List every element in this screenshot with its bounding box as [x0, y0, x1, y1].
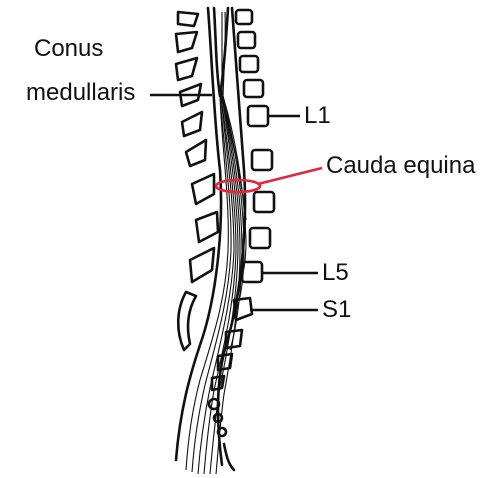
spinous-process	[186, 140, 206, 166]
vertebral-body	[238, 32, 255, 48]
label-conus-line2: medullaris	[26, 79, 135, 107]
coccyx-tip	[224, 444, 234, 470]
label-l1: L1	[304, 102, 331, 130]
label-s1: S1	[322, 296, 351, 324]
vertebral-body	[244, 80, 263, 97]
vertebral-body	[254, 192, 274, 212]
spinous-process	[196, 212, 218, 242]
spinous-process	[192, 174, 214, 204]
vertebral-body	[236, 10, 252, 24]
label-cauda-equina: Cauda equina	[326, 152, 475, 180]
vertebral-body-l1	[248, 106, 268, 126]
spinous-process	[176, 58, 197, 80]
spinous-process	[190, 248, 214, 282]
vertebral-body	[240, 56, 258, 72]
spinous-process	[176, 32, 197, 52]
spinous-process	[178, 12, 198, 26]
spinous-process	[182, 112, 202, 136]
label-conus-line1: Conus	[34, 35, 103, 63]
vertebral-body	[250, 228, 270, 248]
spinal-cord	[214, 8, 228, 96]
label-l5: L5	[322, 259, 349, 287]
spinous-process	[178, 292, 196, 350]
vertebral-body	[252, 150, 272, 170]
